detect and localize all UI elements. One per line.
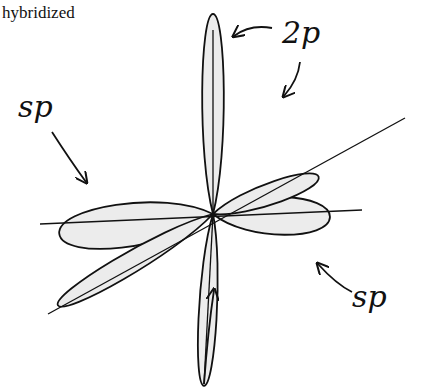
- leader-arrow: [204, 290, 214, 384]
- axis-line: [212, 30, 213, 214]
- leader-arrow: [234, 27, 272, 36]
- leader-arrow: [52, 132, 86, 182]
- leader-arrow: [318, 264, 352, 292]
- axis-line: [204, 214, 213, 384]
- p-orbital-lobe: [195, 214, 222, 387]
- axis-line: [48, 118, 405, 314]
- orbital-label: 2p: [282, 18, 320, 48]
- axis-line: [40, 210, 362, 224]
- caption-fragment: hybridized: [2, 4, 75, 21]
- p-orbital-lobe: [202, 14, 224, 214]
- orbital-label: sp: [18, 92, 53, 122]
- orbital-label: sp: [352, 282, 387, 312]
- leader-arrow: [284, 62, 300, 96]
